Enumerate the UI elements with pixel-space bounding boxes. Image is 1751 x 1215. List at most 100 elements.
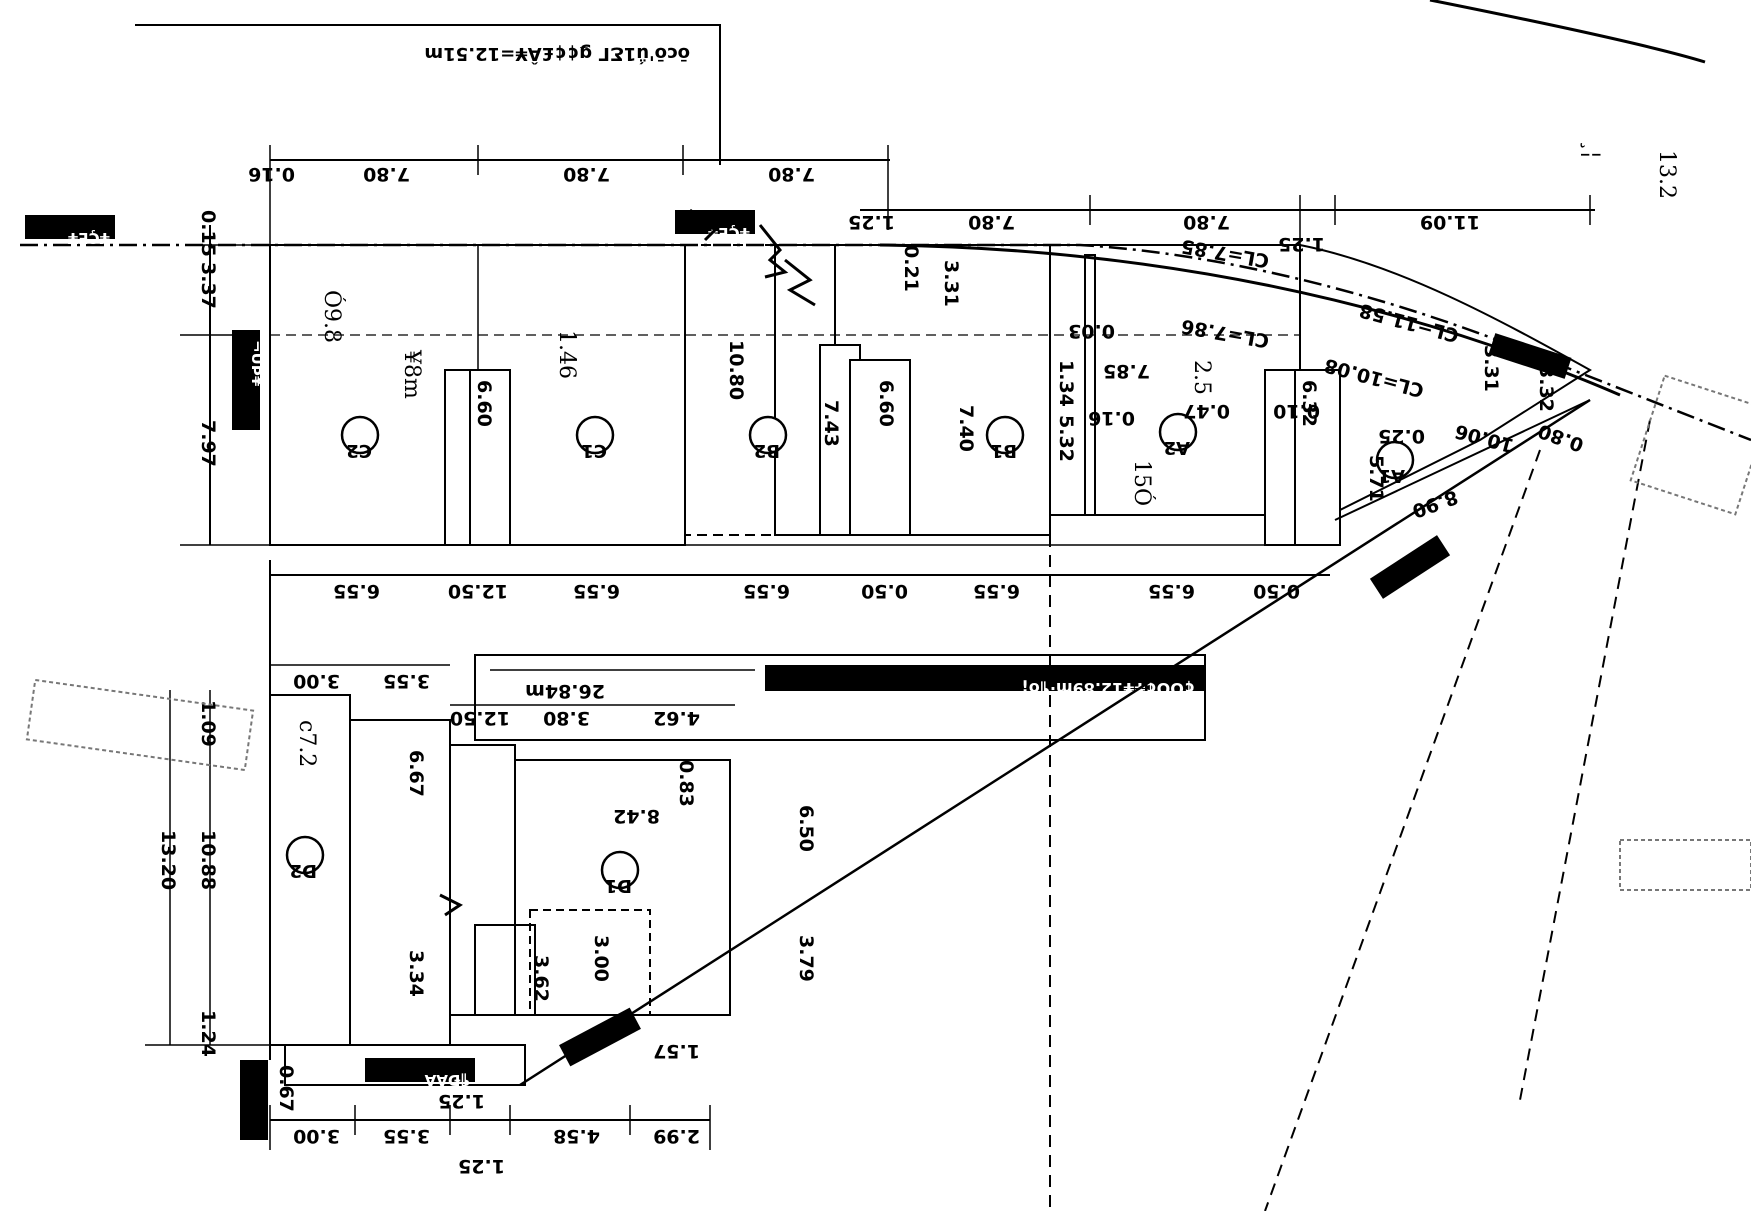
svg-text:6.32: 6.32 <box>1298 380 1320 427</box>
lot-b2: B2 <box>748 415 788 461</box>
svg-text:26.84m: 26.84m <box>525 680 605 702</box>
svg-text:3.55: 3.55 <box>383 1125 430 1147</box>
svg-text:13.2: 13.2 <box>1654 150 1679 199</box>
svg-text:C1: C1 <box>581 440 607 461</box>
row-dimension-line: 6.55 12.50 6.55 6.55 0.50 6.55 6.55 0.50 <box>269 544 1330 1060</box>
svg-text:7.85: 7.85 <box>1103 360 1150 382</box>
svg-text:4.62: 4.62 <box>653 707 700 729</box>
svg-text:3.34: 3.34 <box>405 950 427 997</box>
svg-text:C2: C2 <box>346 440 372 461</box>
svg-text:3.32: 3.32 <box>1535 365 1557 412</box>
d-dimension-lines: 3.00 3.55 12.50 3.80 4.62 13.20 10.88 1.… <box>145 664 735 1057</box>
svg-text:4.58: 4.58 <box>553 1125 600 1147</box>
dashed-lines <box>1049 419 1651 1212</box>
svg-text:¸¦: ¸¦ <box>1579 140 1604 158</box>
svg-text:1.09: 1.09 <box>197 700 219 747</box>
svg-text:7.43: 7.43 <box>820 400 842 447</box>
svg-text:6.60: 6.60 <box>473 380 495 427</box>
left-dimension-line: 0.15 3.37 7.97 ¬ÚÞ¥ <box>180 210 270 546</box>
svg-text:1.25: 1.25 <box>438 1090 485 1112</box>
svg-text:1.57: 1.57 <box>653 1040 700 1062</box>
diagonal-boundary <box>519 398 1591 1087</box>
svg-text:10.88: 10.88 <box>197 830 219 890</box>
svg-text:0.21: 0.21 <box>900 245 922 292</box>
svg-text:6.55: 6.55 <box>333 580 380 602</box>
svg-text:3.00: 3.00 <box>293 670 340 692</box>
svg-text:2.99: 2.99 <box>653 1125 700 1147</box>
svg-text:3.31: 3.31 <box>1480 345 1502 392</box>
svg-text:0.16: 0.16 <box>1088 407 1135 429</box>
svg-text:0.15: 0.15 <box>197 210 219 257</box>
svg-text:¶ÐÀÀ: ¶ÐÀÀ <box>424 1071 470 1090</box>
svg-text:7.80: 7.80 <box>563 163 610 185</box>
svg-text:12.50: 12.50 <box>448 580 508 602</box>
handwritten-notes: 13.2 ¥8m Ó9.8 1.46 2.5 15Ó ¸¦ c7.2 <box>294 140 1679 767</box>
svg-text:¥ÇÉ¥: ¥ÇÉ¥ <box>707 224 750 243</box>
scribbles <box>439 208 816 917</box>
svg-text:D2: D2 <box>290 860 317 881</box>
fire-lane: ¢ÒÒ¢¥¥12.89m·¶ô¡ 26.84m <box>474 654 1206 741</box>
svg-text:1.34: 1.34 <box>1055 360 1077 407</box>
svg-text:5.32: 5.32 <box>1055 415 1077 462</box>
svg-text:B2: B2 <box>754 440 780 461</box>
svg-text:1.24: 1.24 <box>197 1010 219 1057</box>
svg-text:c7.2: c7.2 <box>294 720 319 767</box>
svg-text:Ó9.8: Ó9.8 <box>319 290 346 343</box>
lot-d2: D2 <box>285 835 325 881</box>
svg-text:0.03: 0.03 <box>1068 320 1115 342</box>
svg-text:¢ÒÒ¢¥¥12.89m·¶ô¡: ¢ÒÒ¢¥¥12.89m·¶ô¡ <box>1021 679 1195 698</box>
svg-text:0.50: 0.50 <box>1253 580 1300 602</box>
svg-text:1.25: 1.25 <box>458 1155 505 1177</box>
svg-text:1.25: 1.25 <box>848 211 895 233</box>
road-edge-arc <box>1429 0 1706 64</box>
svg-text:7.80: 7.80 <box>1183 211 1230 233</box>
lot-a2: A2 <box>1158 412 1198 458</box>
svg-text:0.67: 0.67 <box>275 1065 297 1112</box>
lot-c2: C2 <box>340 415 380 461</box>
building-line-labels: ¥ÇÉ¥ ¥ÇÉ¥ <box>25 210 1572 379</box>
svg-text:0.50: 0.50 <box>861 580 908 602</box>
svg-text:3.37: 3.37 <box>197 262 219 309</box>
svg-text:0.47: 0.47 <box>1183 400 1230 422</box>
lot-a1: A1 <box>1375 440 1415 486</box>
svg-text:10.80: 10.80 <box>725 340 747 400</box>
svg-text:6.55: 6.55 <box>573 580 620 602</box>
svg-text:12.50: 12.50 <box>450 707 510 729</box>
svg-text:3.79: 3.79 <box>795 935 817 982</box>
svg-text:2.5: 2.5 <box>1189 360 1214 395</box>
svg-text:7.80: 7.80 <box>363 163 410 185</box>
svg-text:7.80: 7.80 <box>768 163 815 185</box>
top-dimension-line <box>269 145 1595 245</box>
svg-text:5.71: 5.71 <box>1365 455 1387 502</box>
svg-text:13.20: 13.20 <box>157 830 179 890</box>
svg-text:A1: A1 <box>1379 465 1405 486</box>
svg-text:6.55: 6.55 <box>1148 580 1195 602</box>
interior-rectangles <box>444 344 1341 546</box>
svg-text:0.25: 0.25 <box>1378 425 1425 447</box>
svg-text:7.80: 7.80 <box>968 211 1015 233</box>
lot-c1: C1 <box>575 415 615 461</box>
svg-text:11.09: 11.09 <box>1420 211 1480 233</box>
svg-text:ōcō'ǘ1ƸΓ ǥ¢¢£Â¥=12.51m: ōcō'ǘ1ƸΓ ǥ¢¢£Â¥=12.51m <box>424 43 690 65</box>
svg-text:6.55: 6.55 <box>973 580 1020 602</box>
svg-text:1.25: 1.25 <box>1278 233 1325 255</box>
svg-text:7.40: 7.40 <box>955 405 977 452</box>
road-fragments <box>25 374 1751 891</box>
svg-text:3.31: 3.31 <box>940 260 962 307</box>
svg-text:3.00: 3.00 <box>293 1125 340 1147</box>
svg-text:B1: B1 <box>991 440 1017 461</box>
svg-text:6.67: 6.67 <box>405 750 427 797</box>
svg-text:6.50: 6.50 <box>795 805 817 852</box>
lot-b1: B1 <box>985 415 1025 461</box>
svg-text:6.60: 6.60 <box>875 380 897 427</box>
svg-text:8.42: 8.42 <box>613 805 660 827</box>
svg-text:15Ó: 15Ó <box>1129 460 1156 506</box>
lot-d1: D1 <box>600 850 640 896</box>
svg-text:D1: D1 <box>605 875 632 896</box>
svg-text:0.10: 0.10 <box>1273 400 1320 422</box>
lot-markers: A1 A2 B1 B2 C1 C2 D1 D2 <box>285 412 1415 896</box>
svg-text:A2: A2 <box>1164 437 1190 458</box>
svg-text:7.97: 7.97 <box>197 420 219 467</box>
svg-text:¥ÇÉ¥: ¥ÇÉ¥ <box>67 229 110 248</box>
